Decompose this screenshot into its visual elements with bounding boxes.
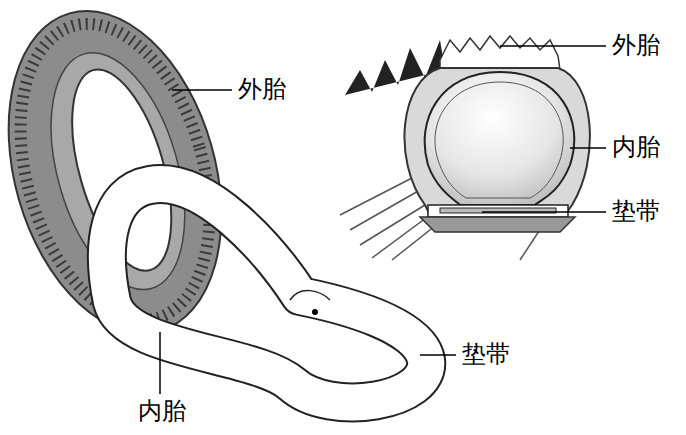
part-label: 内胎	[610, 134, 662, 160]
part-label: 垫带	[460, 341, 512, 367]
inner-tube	[107, 184, 426, 402]
part-label: 垫带	[610, 198, 662, 224]
part-label: 外胎	[236, 76, 288, 102]
leader-lines	[160, 46, 606, 394]
part-label: 外胎	[610, 32, 662, 58]
tire-cross-section	[340, 36, 590, 260]
part-label: 内胎	[136, 398, 188, 424]
